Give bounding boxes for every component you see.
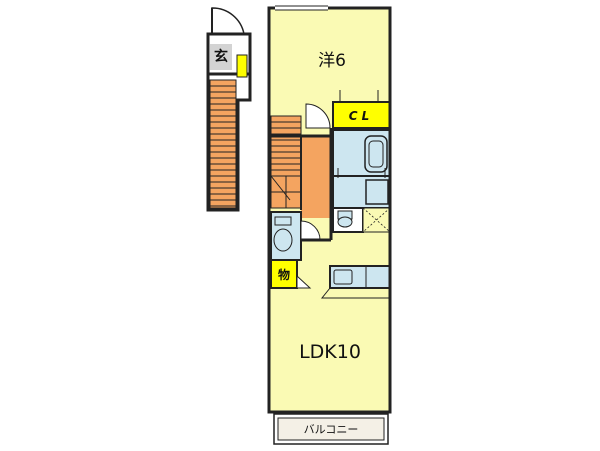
entrance-floor: 玄 [206, 7, 252, 212]
genkan-floor [210, 44, 232, 70]
kitchen-sink-icon [333, 269, 353, 285]
balcony-label: バルコニー [304, 423, 359, 436]
toilet-icon [273, 228, 293, 252]
storage-label: 物 [278, 267, 290, 282]
stair-icon [209, 79, 237, 209]
door-swing-icon [211, 7, 245, 35]
stair-landing [271, 175, 301, 208]
stair-wall [206, 74, 252, 212]
bedroom-label: 洋6 [318, 51, 346, 71]
washing-machine-icon [365, 179, 389, 205]
genkan-label: 玄 [214, 48, 228, 65]
outer-wall [267, 6, 392, 414]
upper-floor: 洋6 CL [267, 5, 392, 415]
closet-label: CL [349, 109, 373, 123]
door-swing-icon [296, 274, 312, 289]
hall-strip [301, 136, 331, 218]
balcony: バルコニー [273, 413, 389, 445]
bathtub-icon [364, 135, 388, 173]
shoe-cabinet [236, 54, 248, 78]
toilet-icon [337, 216, 353, 228]
ldk-label: LDK10 [299, 341, 361, 363]
storage [270, 259, 298, 289]
closet [332, 101, 391, 129]
door-swing-icon [305, 103, 331, 129]
